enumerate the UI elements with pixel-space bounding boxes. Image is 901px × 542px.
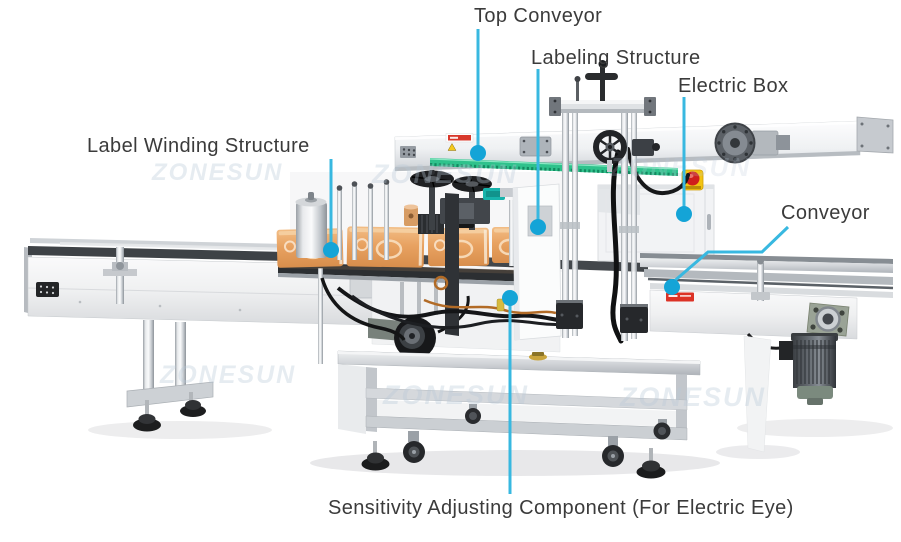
caster-wheel xyxy=(465,404,481,424)
turntable-plate xyxy=(278,262,535,282)
callout-dot-conveyor xyxy=(664,279,680,295)
zonesun-watermark: ZONESUN xyxy=(159,361,296,389)
door-handle xyxy=(707,214,711,230)
callout-dot-electric-box xyxy=(676,206,692,222)
caster-wheel xyxy=(602,436,624,467)
callout-dot-labeling-structure xyxy=(530,219,546,235)
post-clamp xyxy=(556,300,583,329)
callout-dots xyxy=(323,145,692,306)
zonesun-watermark: ZONESUN xyxy=(609,152,751,182)
callout-lines xyxy=(329,29,790,494)
base-platform xyxy=(337,350,701,479)
gantry-frame xyxy=(549,60,660,341)
callout-dot-label-winding xyxy=(323,242,339,258)
adjustment-handle xyxy=(574,60,618,101)
warning-triangle xyxy=(447,142,457,151)
post-clamp xyxy=(620,304,648,333)
adjustable-foot xyxy=(361,441,390,471)
vent-grille xyxy=(36,282,59,297)
conveyor-leg xyxy=(743,335,772,453)
guide-rail-bracket xyxy=(103,247,137,304)
zonesun-watermark: ZONESUN xyxy=(371,159,518,189)
callout-label-label-winding-structure: Label Winding Structure xyxy=(87,135,310,157)
callout-label-top-conveyor: Top Conveyor xyxy=(474,5,603,27)
callout-dot-top-conveyor xyxy=(470,145,486,161)
zonesun-watermark: ZONESUN xyxy=(151,159,283,186)
caster-wheel xyxy=(653,419,671,440)
zonesun-watermark: ZONESUN xyxy=(619,382,766,412)
callout-label-labeling-structure: Labeling Structure xyxy=(531,47,701,69)
conveyor-legs xyxy=(126,320,214,432)
watermarks: ZONESUN ZONESUN ZONESUN ZONESUN ZONESUN … xyxy=(151,152,766,412)
adjustable-foot xyxy=(636,448,666,479)
label-spool xyxy=(410,169,454,230)
right-conveyor xyxy=(640,253,894,453)
callout-label-conveyor: Conveyor xyxy=(781,202,870,224)
gantry-cable xyxy=(610,149,624,344)
callout-dot-sensitivity xyxy=(502,290,518,306)
callout-label-sensitivity-adjusting-component: Sensitivity Adjusting Component (For Ele… xyxy=(328,497,794,519)
caster-wheel xyxy=(403,431,425,463)
sensitivity-adjusting-wiring xyxy=(336,275,567,329)
beam-motor xyxy=(714,122,790,164)
conveyor-gear-motor xyxy=(779,333,838,405)
callout-label-electric-box: Electric Box xyxy=(678,75,789,97)
callout-line-conveyor xyxy=(671,225,790,285)
adjustable-foot xyxy=(180,405,206,417)
hand-wheel xyxy=(593,130,627,172)
bearing-flange xyxy=(806,302,850,337)
zonesun-watermark: ZONESUN xyxy=(382,380,529,410)
